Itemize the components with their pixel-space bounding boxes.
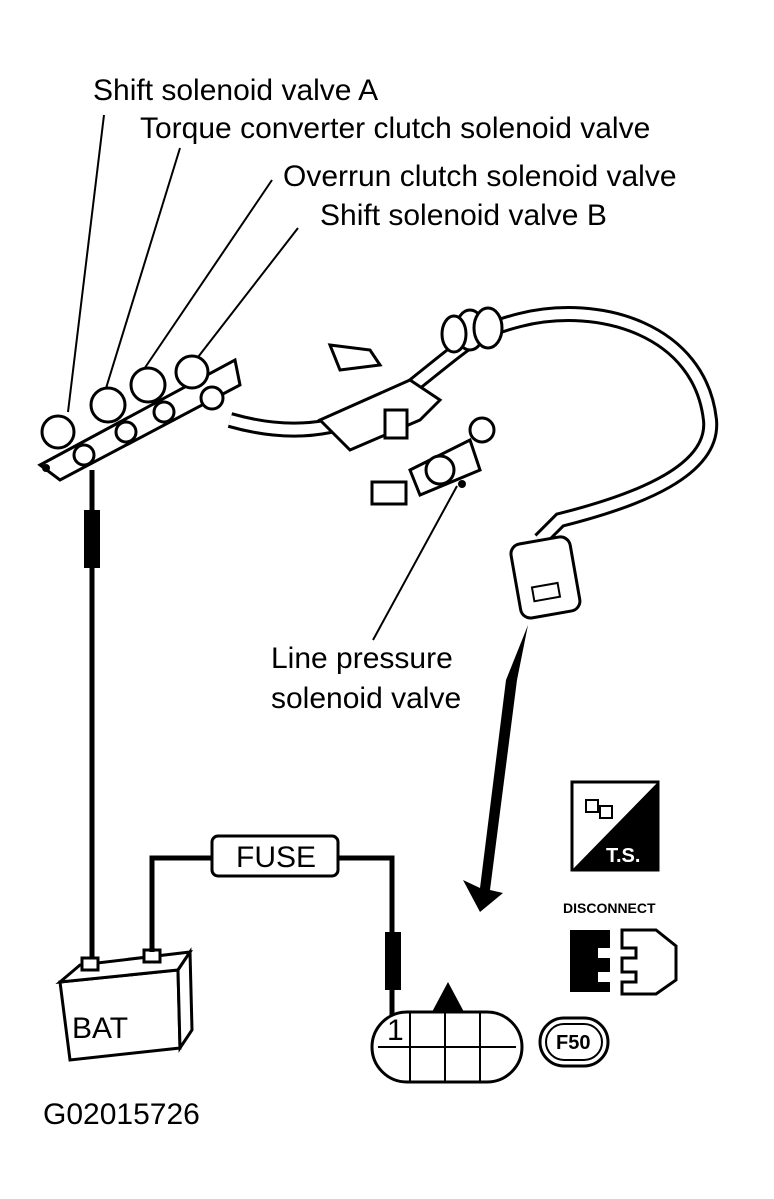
connector-code-label: F50 [556, 1032, 590, 1054]
ts-label: T.S. [606, 845, 640, 867]
battery-label: BAT [72, 1012, 128, 1045]
disconnect-label: DISCONNECT [563, 900, 656, 916]
connector-code-badge: F50 [538, 1016, 610, 1068]
pointer-arrow [463, 625, 528, 912]
leader-lines [67, 114, 458, 641]
line-pressure-solenoid [370, 437, 482, 506]
figure-id: G02015726 [43, 1098, 200, 1131]
label-overrun-clutch-valve: Overrun clutch solenoid valve [283, 160, 677, 193]
wire-sleeve-icon [84, 510, 100, 568]
disconnect-connector-icon: DISCONNECT [563, 900, 678, 996]
label-line-pressure-2: solenoid valve [271, 682, 461, 715]
fuse-icon: FUSE [210, 834, 340, 878]
terminal-number: 1 [387, 1014, 404, 1047]
ts-tester-icon: T.S. [570, 780, 660, 872]
label-line-pressure-1: Line pressure [271, 642, 453, 675]
label-shift-solenoid-a: Shift solenoid valve A [93, 74, 378, 107]
wiring-harness [227, 306, 719, 620]
solenoid-valve-assembly [37, 354, 242, 482]
fuse-label: FUSE [236, 841, 316, 874]
connector-icon: 1 [370, 982, 524, 1084]
battery-icon: BAT [55, 947, 194, 1062]
label-shift-solenoid-b: Shift solenoid valve B [320, 199, 607, 232]
label-torque-converter-valve: Torque converter clutch solenoid valve [140, 112, 650, 145]
wire-sleeve-icon [385, 932, 401, 990]
